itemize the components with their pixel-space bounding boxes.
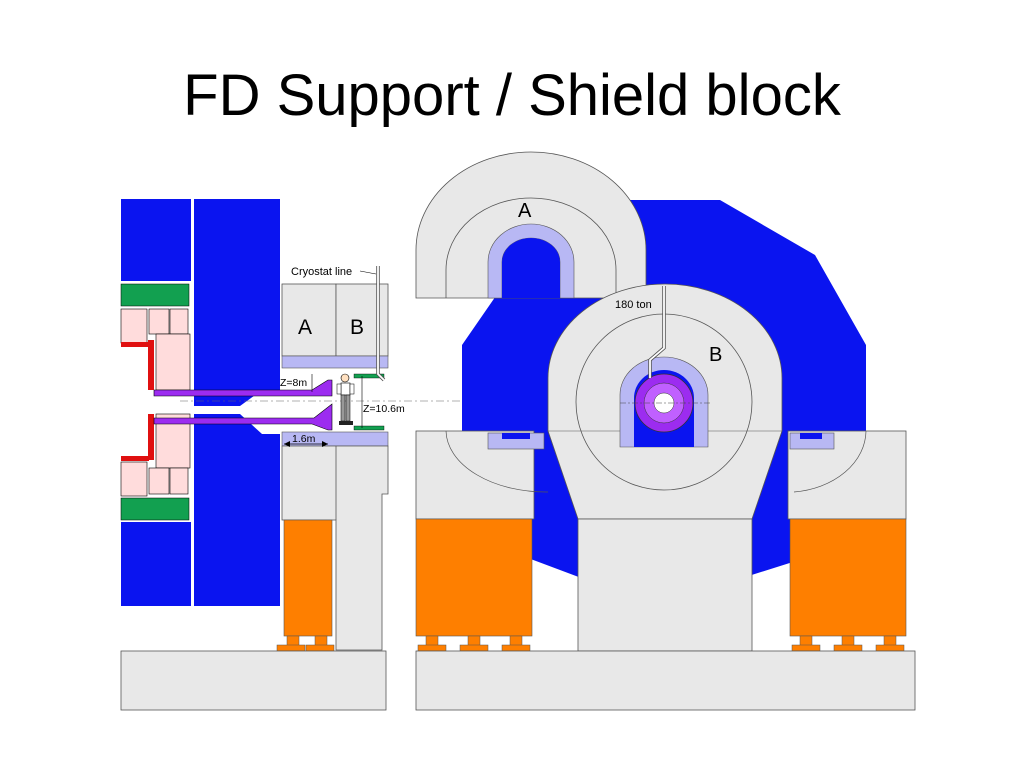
foot-front-r2-plate (833, 644, 863, 652)
center-column-front (577, 518, 753, 652)
z8-label: Z=8m (280, 377, 307, 389)
red-bar-lower-v (148, 414, 154, 460)
detector-yoke-upper-right (194, 199, 280, 406)
pillar-front-left-arc (445, 430, 549, 493)
person-figure-icon (336, 373, 355, 425)
detector-yoke-upper-left (121, 199, 191, 281)
foot-front-r2 (841, 635, 855, 647)
pad-left-blue (502, 433, 530, 439)
foot-front-r1-plate (791, 644, 821, 652)
fd-tube-upper (153, 379, 333, 397)
red-bar-upper-h (121, 342, 149, 347)
foot-front-r1 (799, 635, 813, 647)
foot-front-l3-plate (501, 644, 531, 652)
pink-block-lower-inner (169, 467, 189, 495)
foot-front-r3 (883, 635, 897, 647)
support-orange-left (415, 518, 533, 637)
support-orange-right (789, 518, 907, 637)
red-bar-lower-h (121, 456, 149, 461)
rail-green-upper (353, 373, 385, 379)
width-label: 1.6m (292, 433, 316, 445)
dimension-arrow-left (284, 441, 290, 447)
pink-block-lower-mid (148, 467, 170, 495)
side-block-b-label: B (350, 316, 364, 339)
base-slab-front (415, 650, 916, 711)
foot-side-2 (314, 635, 328, 647)
pink-block-upper-outer (120, 308, 148, 344)
shield-block-a-bore (502, 238, 560, 298)
base-slab-side (120, 650, 387, 711)
shield-block-a-inner-arc (445, 197, 617, 298)
weight-label: 180 ton (615, 299, 652, 311)
dimension-arrow-right (322, 441, 328, 447)
foot-front-l1 (425, 635, 439, 647)
pink-block-upper-mid (148, 308, 170, 335)
z106-label: Z=10.6m (363, 403, 405, 415)
pink-block-upper-low (155, 333, 191, 391)
coil-green-upper (120, 283, 190, 307)
support-orange-side (283, 519, 333, 637)
foot-side-plate-1 (276, 644, 306, 652)
cryostat-pipe-front-inner (649, 286, 665, 378)
cryostat-label: Cryostat line (291, 266, 352, 278)
pink-block-upper-inner (169, 308, 189, 335)
side-block-a-label: A (298, 316, 312, 339)
front-block-b-label: B (709, 344, 722, 366)
pink-block-lower-outer (120, 461, 148, 497)
foot-side-plate-2 (305, 644, 335, 652)
foot-front-l2-plate (459, 644, 489, 652)
cryostat-leader (359, 270, 377, 275)
cryostat-line-inner (377, 266, 385, 381)
foot-front-l1-plate (417, 644, 447, 652)
foot-front-r3-plate (875, 644, 905, 652)
foot-side-1 (286, 635, 300, 647)
fd-tube-lower (153, 403, 333, 431)
detector-yoke-lower-left (121, 522, 191, 606)
foot-front-l3 (509, 635, 523, 647)
foot-front-l2 (467, 635, 481, 647)
coil-green-lower (120, 497, 190, 521)
page-title: FD Support / Shield block (183, 63, 841, 128)
rail-green-lower (353, 425, 385, 431)
red-bar-upper-v (148, 340, 154, 390)
side-view: Cryostat line A B Z=8m Z=10.6m 1.6m (120, 199, 460, 711)
front-block-a-label: A (518, 200, 532, 222)
pillar-front-right-arc (793, 430, 867, 493)
shield-liner-upper (281, 355, 389, 369)
pad-right-blue (800, 433, 822, 439)
front-view: A 180 ton B (415, 151, 916, 711)
detector-yoke-lower-right (194, 414, 280, 606)
